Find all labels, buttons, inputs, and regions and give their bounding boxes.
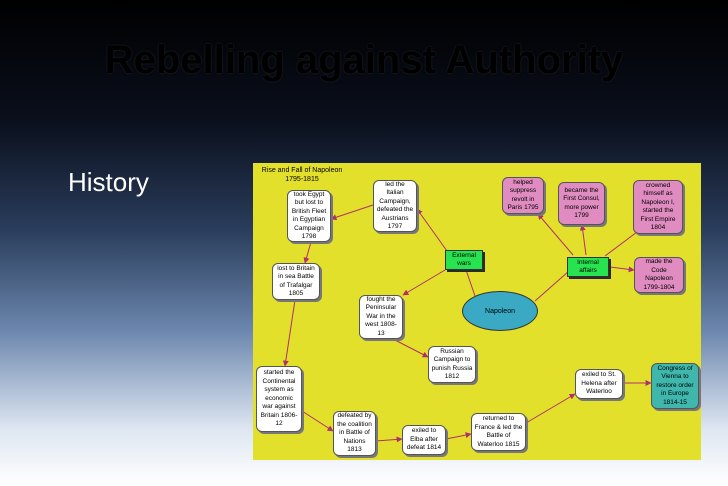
node-st-helena: exiled to St. Helena after Waterloo — [575, 369, 623, 399]
link-external-italian — [416, 208, 448, 252]
link-italian-egypt — [330, 204, 374, 221]
link-elba-returned — [445, 432, 472, 440]
link-internal-suppress — [537, 213, 574, 256]
link-egypt-trafalgar — [303, 241, 312, 264]
concept-map-title-line2: 1795-1815 — [285, 176, 319, 183]
node-continental: started the Continental system as econom… — [256, 366, 302, 432]
link-returned-sthelena — [525, 393, 576, 424]
concept-map-links — [282, 204, 652, 443]
link-continental-coalition — [301, 410, 334, 432]
link-peninsular-russian — [392, 338, 429, 358]
node-first-consul: became the First Consul, more power 1799 — [558, 182, 605, 225]
node-took-egypt: took Egypt but lost to British Fleet in … — [287, 190, 331, 242]
concept-map-title: Rise and Fall of Napoleon 1795-1815 — [257, 166, 347, 184]
node-napoleon: Napoleon — [462, 291, 538, 331]
node-russian: Russian Campaign to punish Russia 1812 — [428, 346, 476, 383]
concept-map: Rise and Fall of Napoleon 1795-1815 took… — [253, 163, 701, 460]
link-coalition-elba — [375, 436, 403, 443]
link-internal-code — [609, 266, 635, 273]
link-external-peninsular — [402, 269, 446, 296]
node-code-napoleon: made the Code Napoleon 1799-1804 — [634, 257, 684, 293]
node-peninsular: fought the Peninsular War in the west 18… — [359, 295, 403, 339]
link-trafalgar-continental — [282, 299, 296, 367]
slide-title: Rebelling against Authority — [104, 38, 624, 82]
node-returned-france: returned to France & led the Battle of W… — [471, 413, 526, 451]
node-internal-affairs: Internal affairs — [567, 257, 609, 277]
node-elba: exiled to Elba after defeat 1814 — [402, 425, 446, 455]
node-lost-trafalgar: lost to Britain in sea Battle of Trafalg… — [272, 263, 320, 300]
link-internal-crowned — [604, 228, 642, 257]
node-led-italian: led the Italian Campaign, defeated the A… — [373, 180, 417, 232]
section-label: History — [68, 167, 149, 197]
node-external-wars: External wars — [445, 250, 483, 270]
link-internal-consul — [579, 224, 587, 256]
link-napoleon-internal — [534, 270, 570, 302]
concept-map-title-line1: Rise and Fall of Napoleon — [261, 167, 343, 174]
node-congress-vienna: Congress of Vienna to restore order in E… — [651, 363, 699, 409]
link-napoleon-external — [464, 266, 476, 297]
node-helped-suppress: helped suppress revolt in Paris 1795 — [502, 177, 544, 214]
node-defeated-coalition: defeated by the coalition in Battle of N… — [333, 411, 376, 456]
node-crowned: crowned himself as Napoleon I, started t… — [633, 180, 683, 234]
